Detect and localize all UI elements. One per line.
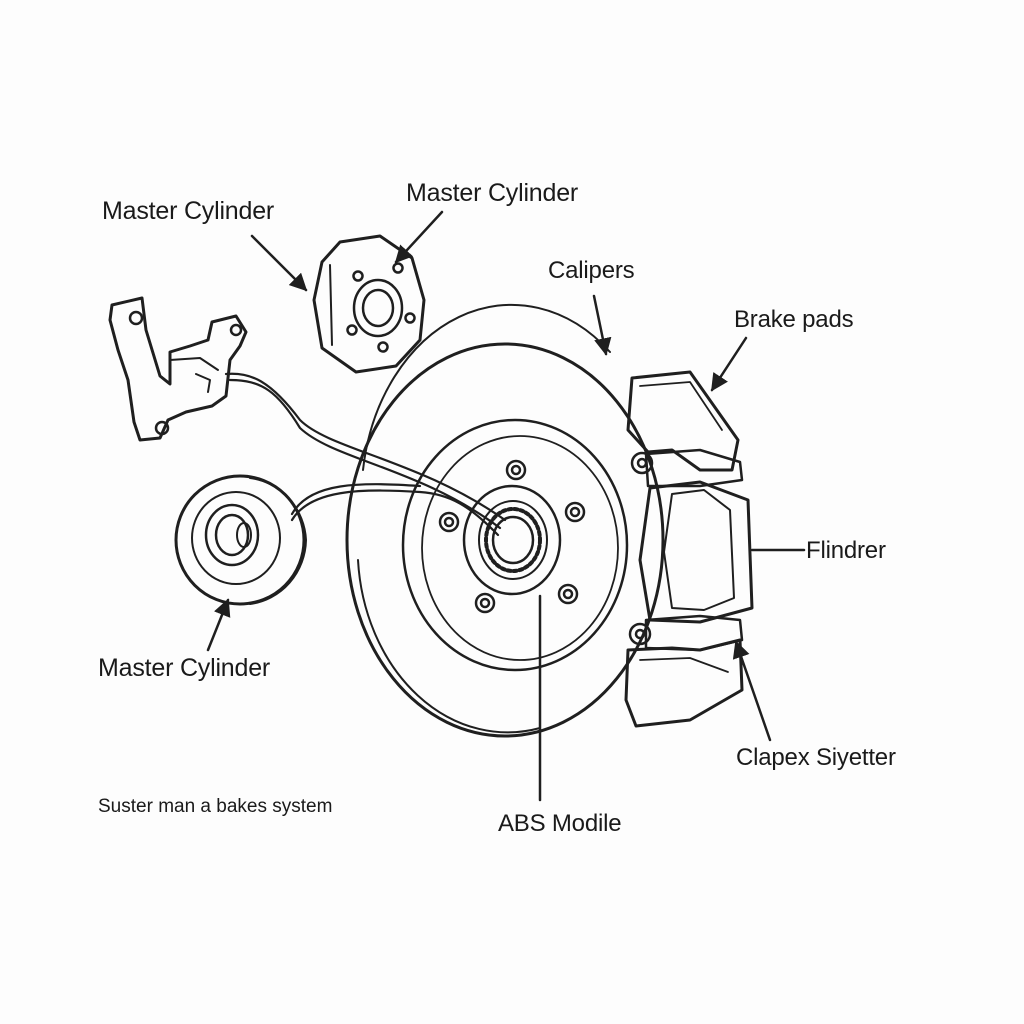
left-bracket-part [108, 296, 248, 442]
wheel-hub [438, 459, 586, 614]
arrow-master-cylinder-bottom [206, 598, 231, 652]
label-master-cylinder-top: Master Cylinder [406, 179, 579, 207]
label-abs-module: ABS Modile [498, 810, 622, 837]
label-master-cylinder-bottom: Master Cylinder [98, 654, 271, 682]
label-master-cylinder-left: Master Cylinder [102, 197, 275, 225]
arrow-calipers [592, 294, 612, 356]
arrow-master-cylinder-left [250, 234, 308, 292]
diagram-caption: Suster man a bakes system [98, 796, 333, 817]
leader-arrows [206, 210, 806, 802]
brake-rotor [345, 303, 665, 738]
brake-lines [224, 372, 507, 537]
master-cylinder-top-part [312, 234, 426, 374]
arrow-master-cylinder-top [394, 210, 444, 264]
label-calipers: Calipers [548, 257, 635, 284]
master-cylinder-bottom-part [174, 474, 307, 606]
brake-caliper [624, 370, 754, 728]
arrow-clapex-siyetter [732, 640, 772, 742]
arrow-brake-pads [710, 336, 748, 392]
label-clapex-siyetter: Clapex Siyetter [736, 744, 896, 771]
label-flindrer: Flindrer [806, 537, 886, 564]
label-brake-pads: Brake pads [734, 306, 854, 333]
